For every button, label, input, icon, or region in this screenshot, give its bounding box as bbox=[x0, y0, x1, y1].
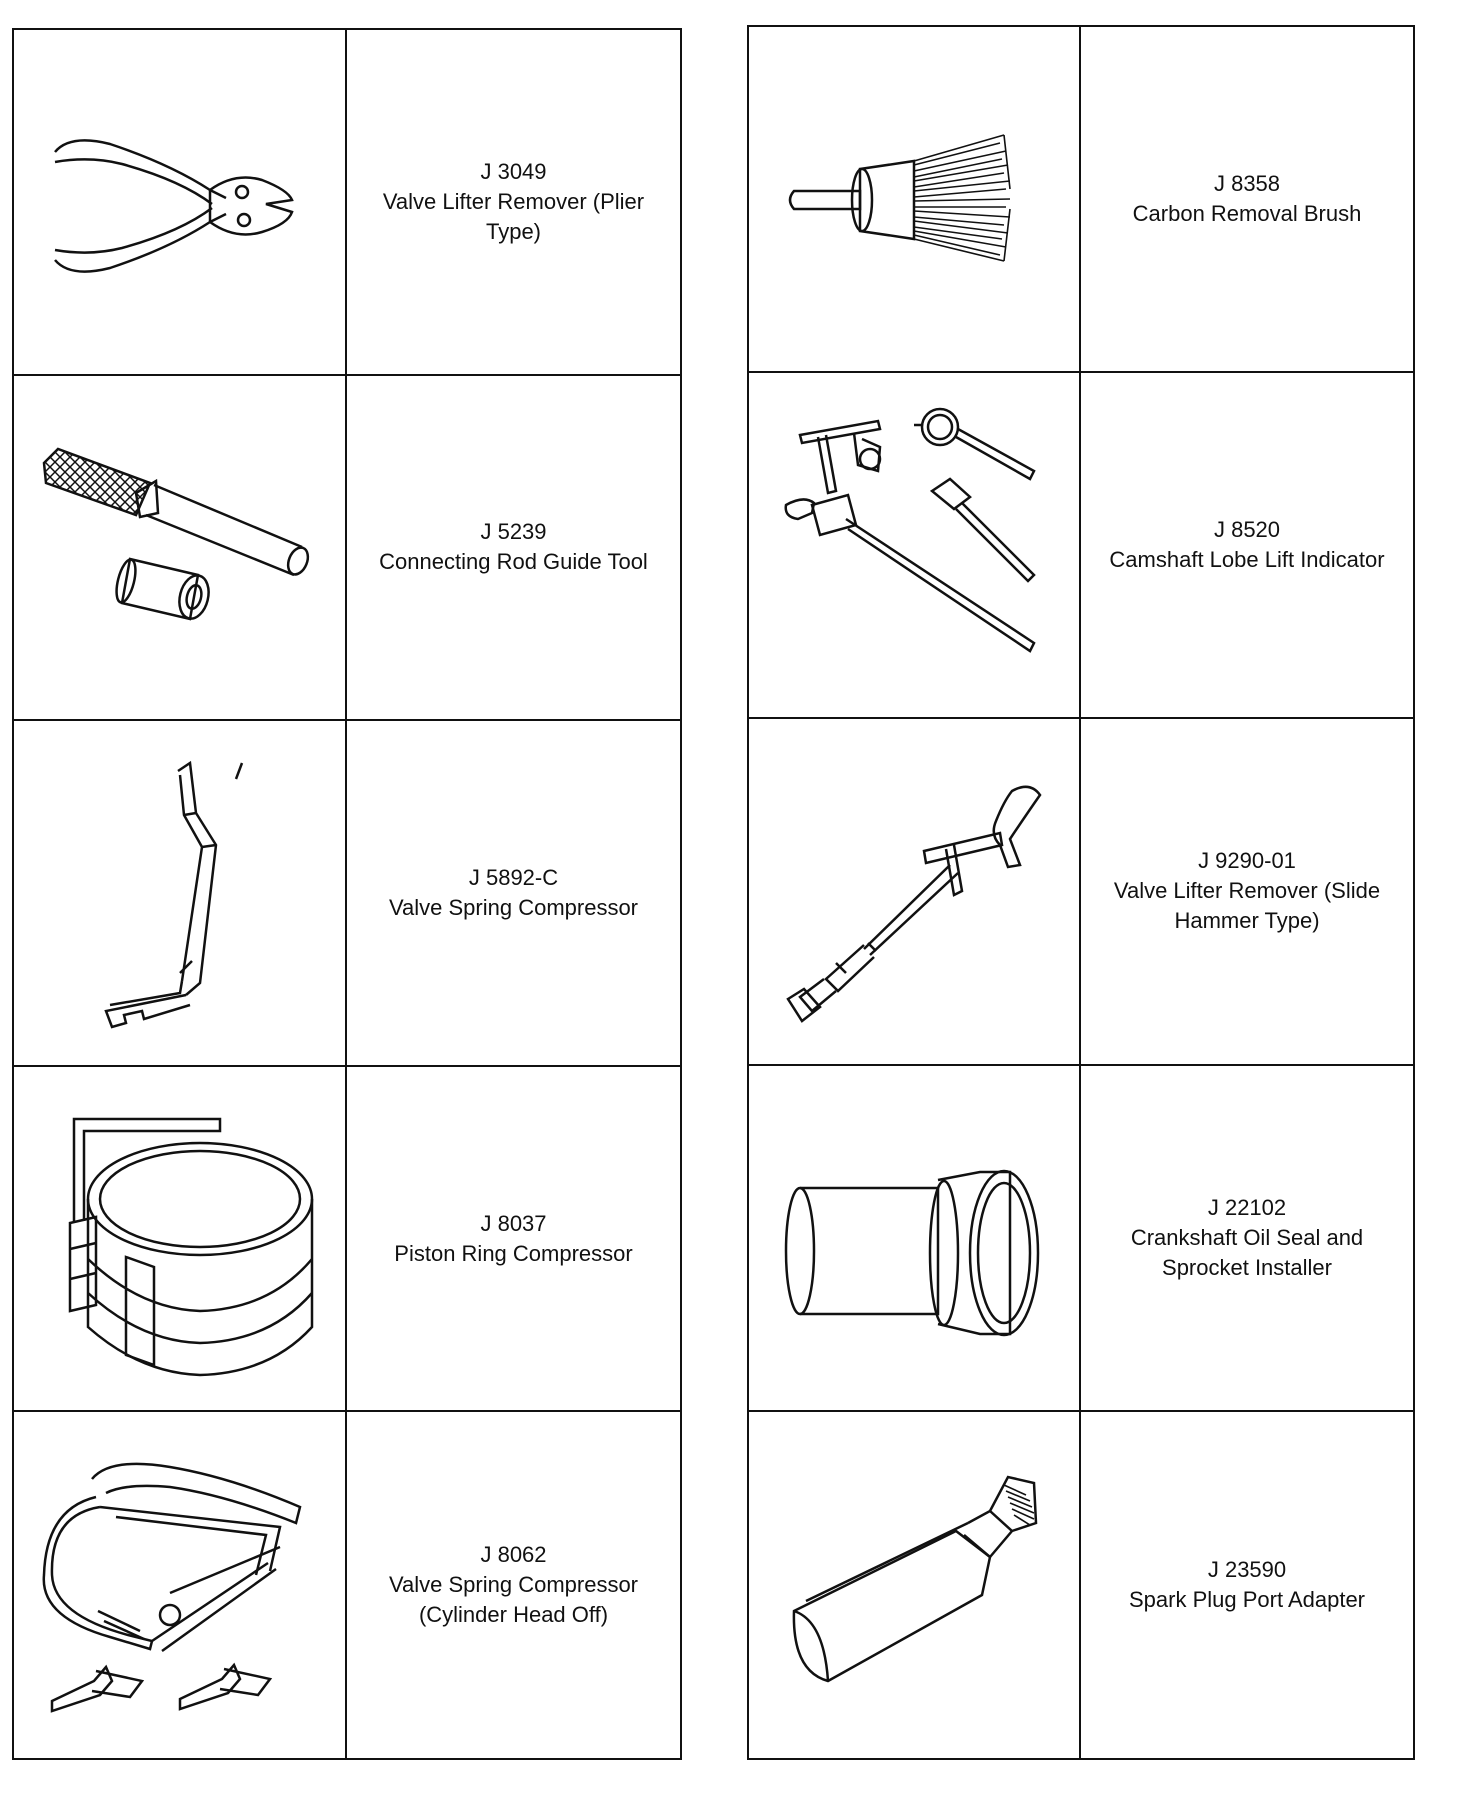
tool-image-cell bbox=[14, 375, 347, 720]
tool-image-cell bbox=[749, 373, 1081, 718]
tool-name: Valve Lifter Remover (Slide Hammer Type) bbox=[1113, 878, 1381, 934]
tool-description: J 23590 Spark Plug Port Adapter bbox=[1081, 1412, 1413, 1758]
tool-name: Crankshaft Oil Seal and Sprocket Install… bbox=[1130, 1224, 1364, 1280]
tool-table-right: J 8358 Carbon Removal Brush J 8520 bbox=[747, 25, 1415, 1760]
tool-name: Spark Plug Port Adapter bbox=[1128, 1586, 1366, 1612]
tool-row: J 23590 Spark Plug Port Adapter bbox=[749, 1411, 1413, 1758]
seal-installer-icon bbox=[764, 1088, 1064, 1388]
tool-image-cell bbox=[749, 1411, 1081, 1758]
tool-number: J 5239 bbox=[480, 519, 547, 545]
tool-name: Piston Ring Compressor bbox=[394, 1240, 633, 1266]
tool-description: J 22102 Crankshaft Oil Seal and Sprocket… bbox=[1081, 1066, 1413, 1410]
tool-name: Camshaft Lobe Lift Indicator bbox=[1109, 547, 1385, 573]
tool-number: J 8062 bbox=[480, 1542, 547, 1568]
tool-number: J 8520 bbox=[1213, 517, 1281, 543]
tool-number: J 3049 bbox=[480, 158, 547, 184]
tool-image-cell bbox=[749, 719, 1081, 1064]
tool-number: J 8358 bbox=[1213, 171, 1281, 197]
tool-row: J 3049 Valve Lifter Remover (Plier Type) bbox=[14, 30, 680, 376]
tool-name: Valve Spring Compressor bbox=[388, 894, 639, 920]
tool-row: J 9290-01 Valve Lifter Remover (Slide Ha… bbox=[749, 719, 1413, 1066]
ring-compressor-icon bbox=[30, 1089, 330, 1389]
tool-description: J 8520 Camshaft Lobe Lift Indicator bbox=[1081, 373, 1413, 717]
wire-brush-icon bbox=[764, 49, 1064, 349]
tool-row: J 5239 Connecting Rod Guide Tool bbox=[14, 375, 680, 722]
tool-description: J 3049 Valve Lifter Remover (Plier Type) bbox=[347, 30, 680, 374]
tool-image-cell bbox=[14, 1066, 347, 1411]
tool-number: J 22102 bbox=[1207, 1194, 1287, 1220]
tool-row: J 8520 Camshaft Lobe Lift Indicator bbox=[749, 373, 1413, 720]
spring-compressor-icon bbox=[30, 743, 330, 1043]
tool-name: Valve Spring Compressor (Cylinder Head O… bbox=[388, 1572, 639, 1628]
tool-number: J 9290-01 bbox=[1198, 848, 1296, 874]
tool-description: J 5892-C Valve Spring Compressor bbox=[347, 721, 680, 1065]
tool-description: J 8037 Piston Ring Compressor bbox=[347, 1067, 680, 1411]
tool-name: Carbon Removal Brush bbox=[1132, 201, 1362, 227]
tool-row: J 8037 Piston Ring Compressor bbox=[14, 1066, 680, 1413]
c-clamp-compressor-icon bbox=[30, 1435, 330, 1735]
tool-row: J 22102 Crankshaft Oil Seal and Sprocket… bbox=[749, 1065, 1413, 1412]
tool-image-cell bbox=[14, 30, 347, 374]
tool-image-cell bbox=[749, 27, 1081, 372]
tool-table-left: J 3049 Valve Lifter Remover (Plier Type) bbox=[12, 28, 682, 1760]
dial-indicator-icon bbox=[764, 395, 1064, 695]
tool-description: J 5239 Connecting Rod Guide Tool bbox=[347, 376, 680, 720]
tool-description: J 8062 Valve Spring Compressor (Cylinder… bbox=[347, 1412, 680, 1758]
tool-description: J 8358 Carbon Removal Brush bbox=[1081, 27, 1413, 371]
pliers-icon bbox=[30, 52, 330, 352]
tool-image-cell bbox=[14, 1412, 347, 1758]
tool-row: J 8358 Carbon Removal Brush bbox=[749, 27, 1413, 374]
tool-name: Connecting Rod Guide Tool bbox=[379, 549, 648, 575]
tool-description: J 9290-01 Valve Lifter Remover (Slide Ha… bbox=[1081, 719, 1413, 1063]
tool-number: J 5892-C bbox=[468, 864, 559, 890]
tool-name: Valve Lifter Remover (Plier Type) bbox=[382, 188, 645, 244]
tool-image-cell bbox=[749, 1065, 1081, 1410]
tool-row: J 5892-C Valve Spring Compressor bbox=[14, 721, 680, 1067]
tool-image-cell bbox=[14, 721, 347, 1065]
slide-hammer-icon bbox=[764, 741, 1064, 1041]
tool-row: J 8062 Valve Spring Compressor (Cylinder… bbox=[14, 1412, 680, 1758]
tool-number: J 23590 bbox=[1207, 1556, 1287, 1582]
guide-tool-icon bbox=[30, 397, 330, 697]
port-adapter-icon bbox=[764, 1435, 1064, 1735]
tool-number: J 8037 bbox=[480, 1210, 547, 1236]
